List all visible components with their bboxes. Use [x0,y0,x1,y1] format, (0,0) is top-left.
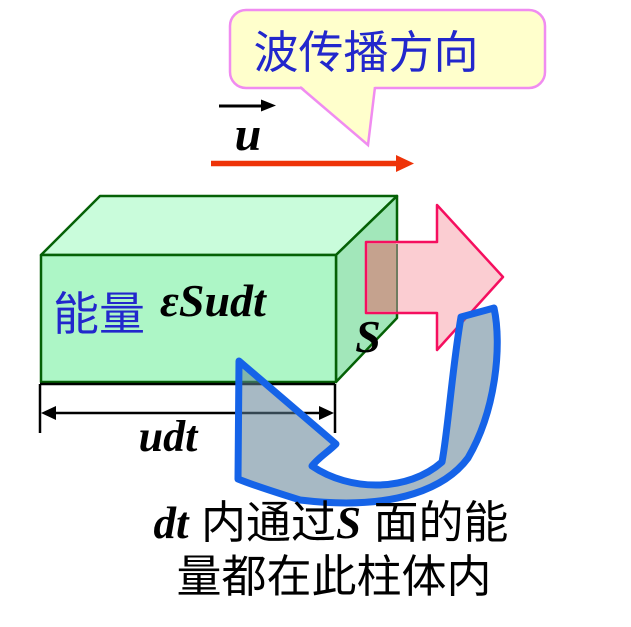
vector-hat-arrowhead [261,99,276,112]
energy-label: 能量 [53,288,145,340]
caption-end: 面的能 [361,497,509,548]
flux-arrow-overlap-region [367,243,396,312]
dimension-right-arrowhead [319,406,334,420]
energy-formula: εSudt [160,275,267,326]
width-label: udt [139,412,199,461]
caption-mid: 内通过 [188,497,336,548]
propagation-arrowhead [396,155,414,172]
box-front-face [39,253,338,384]
energy-box [39,194,399,384]
surface-label: S [355,311,381,362]
callout-bubble [228,8,547,90]
caption-line1: dt 内通过S 面的能 [153,497,508,548]
wave-direction-callout: 波传播方向 [228,8,547,148]
velocity-vector: u [211,99,414,172]
dimension-left-arrowhead [41,406,56,420]
velocity-symbol: u [235,108,262,161]
curved-cycle-arrow [234,304,501,507]
callout-text: 波传播方向 [253,27,478,78]
callout-tail-outline [299,86,377,148]
caption-dt: dt [153,498,190,548]
callout-tail-fill [300,85,375,145]
caption-s: S [336,498,361,548]
caption-line2: 量都在此柱体内 [176,551,491,602]
caption: dt 内通过S 面的能 量都在此柱体内 [153,497,508,602]
